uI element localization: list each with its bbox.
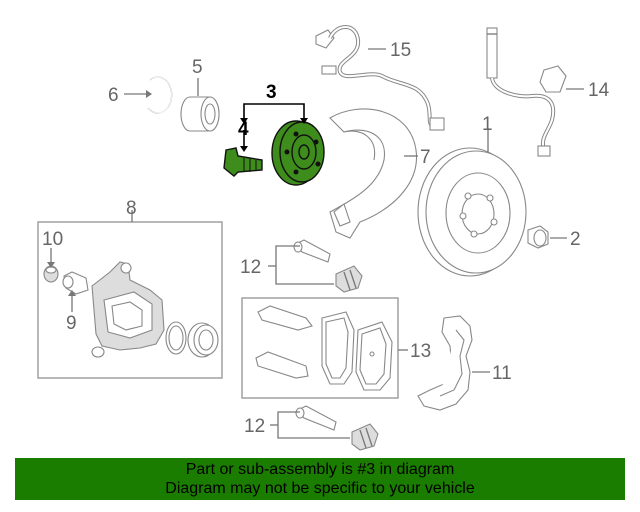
callout-11: 11 bbox=[492, 363, 512, 384]
part-7-splash-shield[interactable] bbox=[329, 108, 418, 239]
part-6-snap-ring[interactable] bbox=[147, 76, 173, 114]
banner-line-1: Part or sub-assembly is #3 in diagram bbox=[185, 461, 455, 478]
callout-14: 14 bbox=[588, 80, 610, 101]
part-caliper-piston-seal[interactable] bbox=[165, 321, 187, 355]
part-4-wheel-stud[interactable] bbox=[223, 147, 263, 177]
part-8-caliper[interactable] bbox=[91, 261, 165, 358]
info-banner: Part or sub-assembly is #3 in diagram Di… bbox=[15, 458, 625, 500]
part-11-caliper-bracket[interactable] bbox=[417, 315, 473, 411]
callout-7: 7 bbox=[420, 147, 431, 168]
callout-12-upper: 12 bbox=[240, 257, 261, 278]
parts-diagram: 1 2 3 4 5 bbox=[37, 25, 610, 451]
callout-12-lower: 12 bbox=[244, 416, 265, 437]
part-3-hub-bearing[interactable] bbox=[271, 120, 325, 186]
part-10-cap[interactable] bbox=[43, 265, 59, 283]
callout-15: 15 bbox=[390, 40, 411, 61]
callout-2: 2 bbox=[570, 229, 581, 250]
part-14-brake-hose[interactable] bbox=[486, 27, 567, 157]
callout-4: 4 bbox=[238, 119, 249, 140]
callout-6: 6 bbox=[108, 85, 119, 106]
callout-5: 5 bbox=[192, 57, 203, 78]
banner-line-2: Diagram may not be specific to your vehi… bbox=[165, 480, 475, 497]
callout-9: 9 bbox=[66, 313, 77, 334]
part-9-bleeder-screw[interactable] bbox=[62, 271, 89, 295]
part-2-lug-nut[interactable] bbox=[527, 225, 549, 249]
callout-3: 3 bbox=[266, 82, 277, 103]
callout-8: 8 bbox=[126, 198, 137, 219]
callout-13: 13 bbox=[410, 341, 431, 362]
callout-10: 10 bbox=[42, 229, 63, 250]
part-13-brake-pads[interactable] bbox=[255, 305, 393, 391]
brake-pad-kit-box bbox=[241, 297, 399, 399]
part-15-abs-sensor[interactable] bbox=[315, 25, 445, 131]
part-12-guide-pin-lower[interactable] bbox=[295, 405, 379, 451]
callout-1: 1 bbox=[482, 114, 493, 135]
part-caliper-boot[interactable] bbox=[187, 322, 219, 358]
caliper-assembly-box bbox=[37, 221, 223, 379]
part-12-guide-pin-upper[interactable] bbox=[293, 239, 363, 293]
part-1-brake-rotor[interactable] bbox=[417, 147, 527, 277]
part-5-bearing[interactable] bbox=[180, 96, 220, 132]
